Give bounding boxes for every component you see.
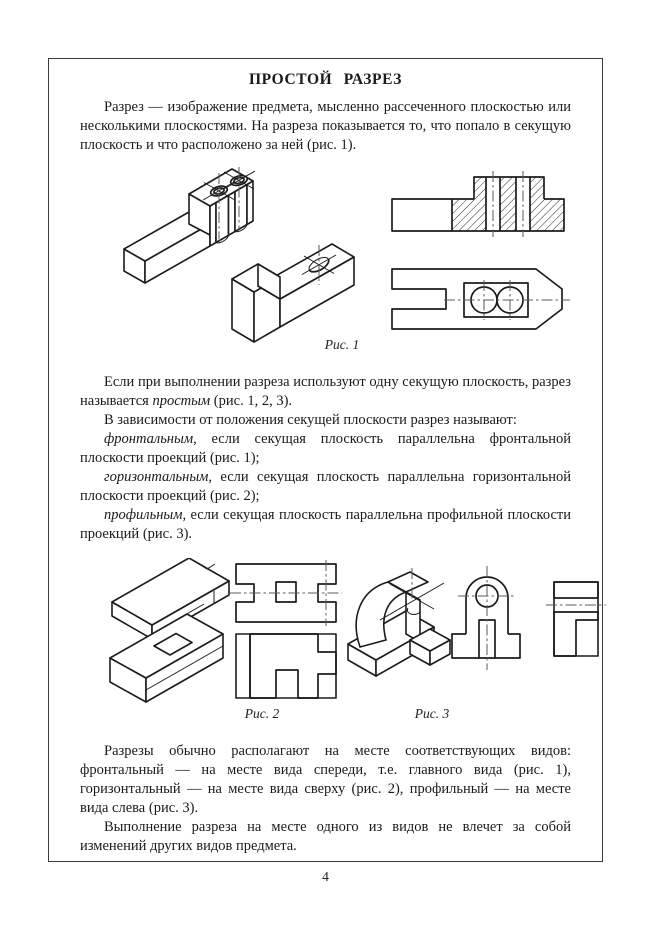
- figure2-pictorial-drawing: [109, 558, 230, 703]
- figure1-projection-views-drawing: [391, 171, 570, 330]
- paragraph-no-change: Выполнение разреза на месте одного из ви…: [80, 819, 571, 854]
- paragraph-views-placement: Разрезы обычно располагают на месте соот…: [80, 743, 571, 816]
- figure-1: Рис. 1: [80, 167, 571, 359]
- page-content: ПРОСТОЙ РАЗРЕЗ Разрез — изображение пред…: [49, 71, 606, 856]
- page-title: ПРОСТОЙ РАЗРЕЗ: [248, 71, 403, 88]
- paragraph-profile: профильным, если секущая плоскость парал…: [80, 507, 571, 542]
- figure1-caption: Рис. 1: [324, 337, 360, 352]
- figure1-pictorial-drawing: [123, 167, 355, 343]
- figure2-caption: Рис. 2: [244, 706, 280, 721]
- figures-2-and-3: Рис. 2 Рис. 3: [80, 556, 606, 730]
- figure3-caption: Рис. 3: [414, 706, 450, 721]
- figure3-pictorial-drawing: [347, 568, 451, 677]
- page-number: 4: [322, 869, 329, 884]
- figure3-projection-views-drawing: [451, 566, 606, 670]
- paragraph-simple-section: Если при выполнении разреза используют о…: [80, 374, 571, 409]
- paragraph-intro: Разрез — изображение предмета, мысленно …: [80, 99, 571, 153]
- paragraph-plane-position: В зависимости от положения секущей плоск…: [104, 412, 517, 428]
- paragraph-frontal: фронтальным, если секущая плоскость пара…: [80, 431, 571, 466]
- figure2-projection-views-drawing: [230, 560, 342, 699]
- paragraph-horizontal: горизонтальным, если секущая плоскость п…: [80, 469, 571, 504]
- page-frame: ПРОСТОЙ РАЗРЕЗ Разрез — изображение пред…: [48, 58, 606, 862]
